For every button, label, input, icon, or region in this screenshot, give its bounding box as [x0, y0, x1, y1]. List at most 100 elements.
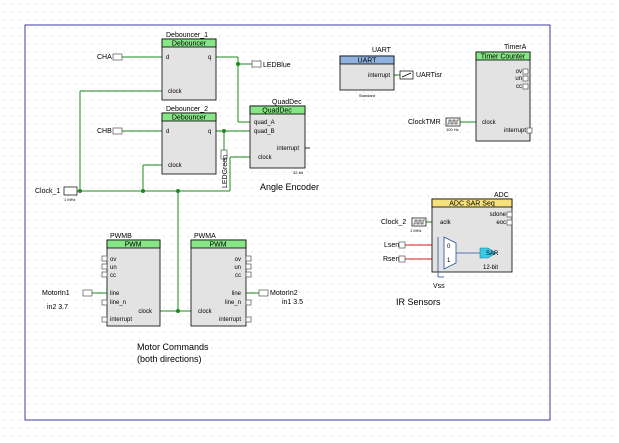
uartisr-component[interactable]: UARTisr: [399, 70, 443, 80]
svg-text:1 MHz: 1 MHz: [410, 228, 422, 233]
svg-text:d: d: [166, 55, 169, 61]
pin-ledgreen[interactable]: LEDGreen: [220, 149, 229, 188]
svg-text:Debouncer: Debouncer: [172, 41, 207, 48]
svg-text:Timer Counter: Timer Counter: [481, 54, 526, 61]
svg-text:UART: UART: [358, 58, 378, 65]
svg-text:line: line: [232, 291, 242, 297]
svg-text:quad_B: quad_B: [254, 129, 275, 135]
junction-dot: [141, 189, 145, 193]
svg-text:cc: cc: [235, 273, 241, 279]
svg-text:UARTisr: UARTisr: [416, 72, 443, 79]
pwma-block[interactable]: PWMA PWM ov un cc line line_n interrupt …: [190, 233, 252, 327]
svg-text:UART: UART: [372, 47, 392, 54]
svg-text:interrupt: interrupt: [219, 317, 241, 323]
debouncer1-block[interactable]: Debouncer_1 Debouncer d q clock: [161, 32, 217, 101]
svg-text:PWMB: PWMB: [110, 233, 132, 240]
svg-text:ADC SAR Seq: ADC SAR Seq: [449, 201, 495, 208]
debouncer2-block[interactable]: Debouncer_2 Debouncer d q clock: [161, 106, 217, 175]
pin-motorin1[interactable]: MotorIn1 in2 3.7: [42, 289, 93, 311]
svg-text:TimerA: TimerA: [504, 44, 527, 51]
clocktmr-component[interactable]: ClockTMR 100 Hz: [408, 117, 461, 132]
svg-text:interrupt: interrupt: [277, 146, 299, 152]
svg-text:quad_A: quad_A: [254, 120, 275, 126]
junction-dot: [222, 129, 226, 133]
pwmb-block[interactable]: PWMB PWM ov un cc line line_n interrupt …: [101, 233, 161, 327]
svg-text:PWM: PWM: [209, 242, 226, 249]
svg-text:clock: clock: [482, 120, 497, 126]
svg-text:12-bit: 12-bit: [483, 265, 498, 271]
junction-dot: [78, 189, 82, 193]
svg-text:Standard: Standard: [359, 93, 375, 98]
svg-text:ov: ov: [235, 257, 241, 263]
pin-cha[interactable]: CHA: [97, 53, 123, 61]
svg-text:clock: clock: [258, 155, 273, 161]
svg-text:clock: clock: [168, 163, 183, 169]
pin-motorin2[interactable]: MotorIn2 in1 3.5: [258, 289, 303, 306]
svg-text:PWMA: PWMA: [194, 233, 216, 240]
svg-text:QuadDec: QuadDec: [262, 108, 292, 115]
pin-lsens[interactable]: Lsens: [384, 241, 406, 249]
svg-text:LEDGreen: LEDGreen: [222, 155, 229, 188]
svg-text:cc: cc: [516, 84, 522, 90]
uart-block[interactable]: UART UART interrupt Standard: [339, 47, 395, 98]
svg-text:ov: ov: [516, 69, 522, 75]
motor-commands-sublabel: (both directions): [137, 354, 202, 364]
svg-text:in1 3.5: in1 3.5: [282, 299, 303, 306]
svg-text:PWM: PWM: [124, 242, 141, 249]
svg-text:interrupt: interrupt: [504, 128, 526, 134]
svg-text:line: line: [110, 291, 120, 297]
svg-text:MotorIn1: MotorIn1: [42, 290, 70, 297]
junction-dot: [176, 309, 180, 313]
svg-text:CHB: CHB: [97, 128, 112, 135]
svg-text:0: 0: [447, 244, 451, 250]
junction-dot: [176, 189, 180, 193]
svg-text:Clock_1: Clock_1: [35, 188, 60, 195]
pin-chb[interactable]: CHB: [97, 127, 123, 135]
svg-text:un: un: [515, 76, 522, 82]
svg-text:clock: clock: [198, 309, 213, 315]
svg-text:sdone: sdone: [490, 212, 507, 218]
timera-block[interactable]: TimerA Timer Counter ov un cc clock inte…: [475, 44, 533, 142]
svg-text:1 MHz: 1 MHz: [64, 197, 76, 202]
svg-text:clock: clock: [168, 89, 183, 95]
svg-text:SAR: SAR: [486, 251, 499, 257]
svg-text:Rsens: Rsens: [383, 256, 403, 263]
svg-text:Clock_2: Clock_2: [381, 219, 406, 226]
ir-sensors-label: IR Sensors: [396, 297, 441, 307]
svg-text:un: un: [234, 265, 241, 271]
sheet-border: [24, 24, 551, 421]
svg-text:q: q: [208, 129, 211, 135]
svg-text:interrupt: interrupt: [110, 317, 132, 323]
clock1-component[interactable]: Clock_1 1 MHz: [35, 186, 78, 202]
svg-text:QuadDec: QuadDec: [272, 99, 302, 106]
svg-text:un: un: [110, 265, 117, 271]
svg-text:interrupt: interrupt: [368, 73, 390, 79]
quaddec-block[interactable]: QuadDec QuadDec quad_A quad_B clock inte…: [249, 99, 310, 175]
svg-text:cc: cc: [110, 273, 116, 279]
svg-text:aclk: aclk: [440, 220, 452, 226]
svg-text:LEDBlue: LEDBlue: [263, 62, 291, 69]
junction-dot: [236, 62, 240, 66]
svg-text:q: q: [208, 55, 211, 61]
svg-text:clock: clock: [138, 309, 153, 315]
pin-rsens[interactable]: Rsens: [383, 255, 406, 263]
svg-text:line_n: line_n: [225, 300, 241, 306]
pin-ledblue[interactable]: LEDBlue: [251, 60, 291, 69]
svg-text:Debouncer: Debouncer: [172, 115, 207, 122]
motor-commands-label: Motor Commands: [137, 342, 209, 352]
svg-text:1: 1: [447, 258, 451, 264]
svg-text:Debouncer_1: Debouncer_1: [166, 32, 208, 39]
svg-text:d: d: [166, 129, 169, 135]
wires: [77, 56, 476, 312]
svg-text:Vss: Vss: [433, 283, 445, 290]
svg-text:Debouncer_2: Debouncer_2: [166, 106, 208, 113]
adc-block[interactable]: ADC ADC SAR Seq aclk sdone eoc 0 1 SAR 1…: [431, 192, 513, 290]
clock2-component[interactable]: Clock_2 1 MHz: [381, 217, 427, 233]
svg-text:MotorIn2: MotorIn2: [270, 290, 298, 297]
svg-text:line_n: line_n: [110, 300, 126, 306]
svg-text:32-bit: 32-bit: [293, 170, 304, 175]
svg-text:ClockTMR: ClockTMR: [408, 119, 441, 126]
svg-text:in2 3.7: in2 3.7: [47, 304, 68, 311]
svg-text:CHA: CHA: [97, 54, 112, 61]
